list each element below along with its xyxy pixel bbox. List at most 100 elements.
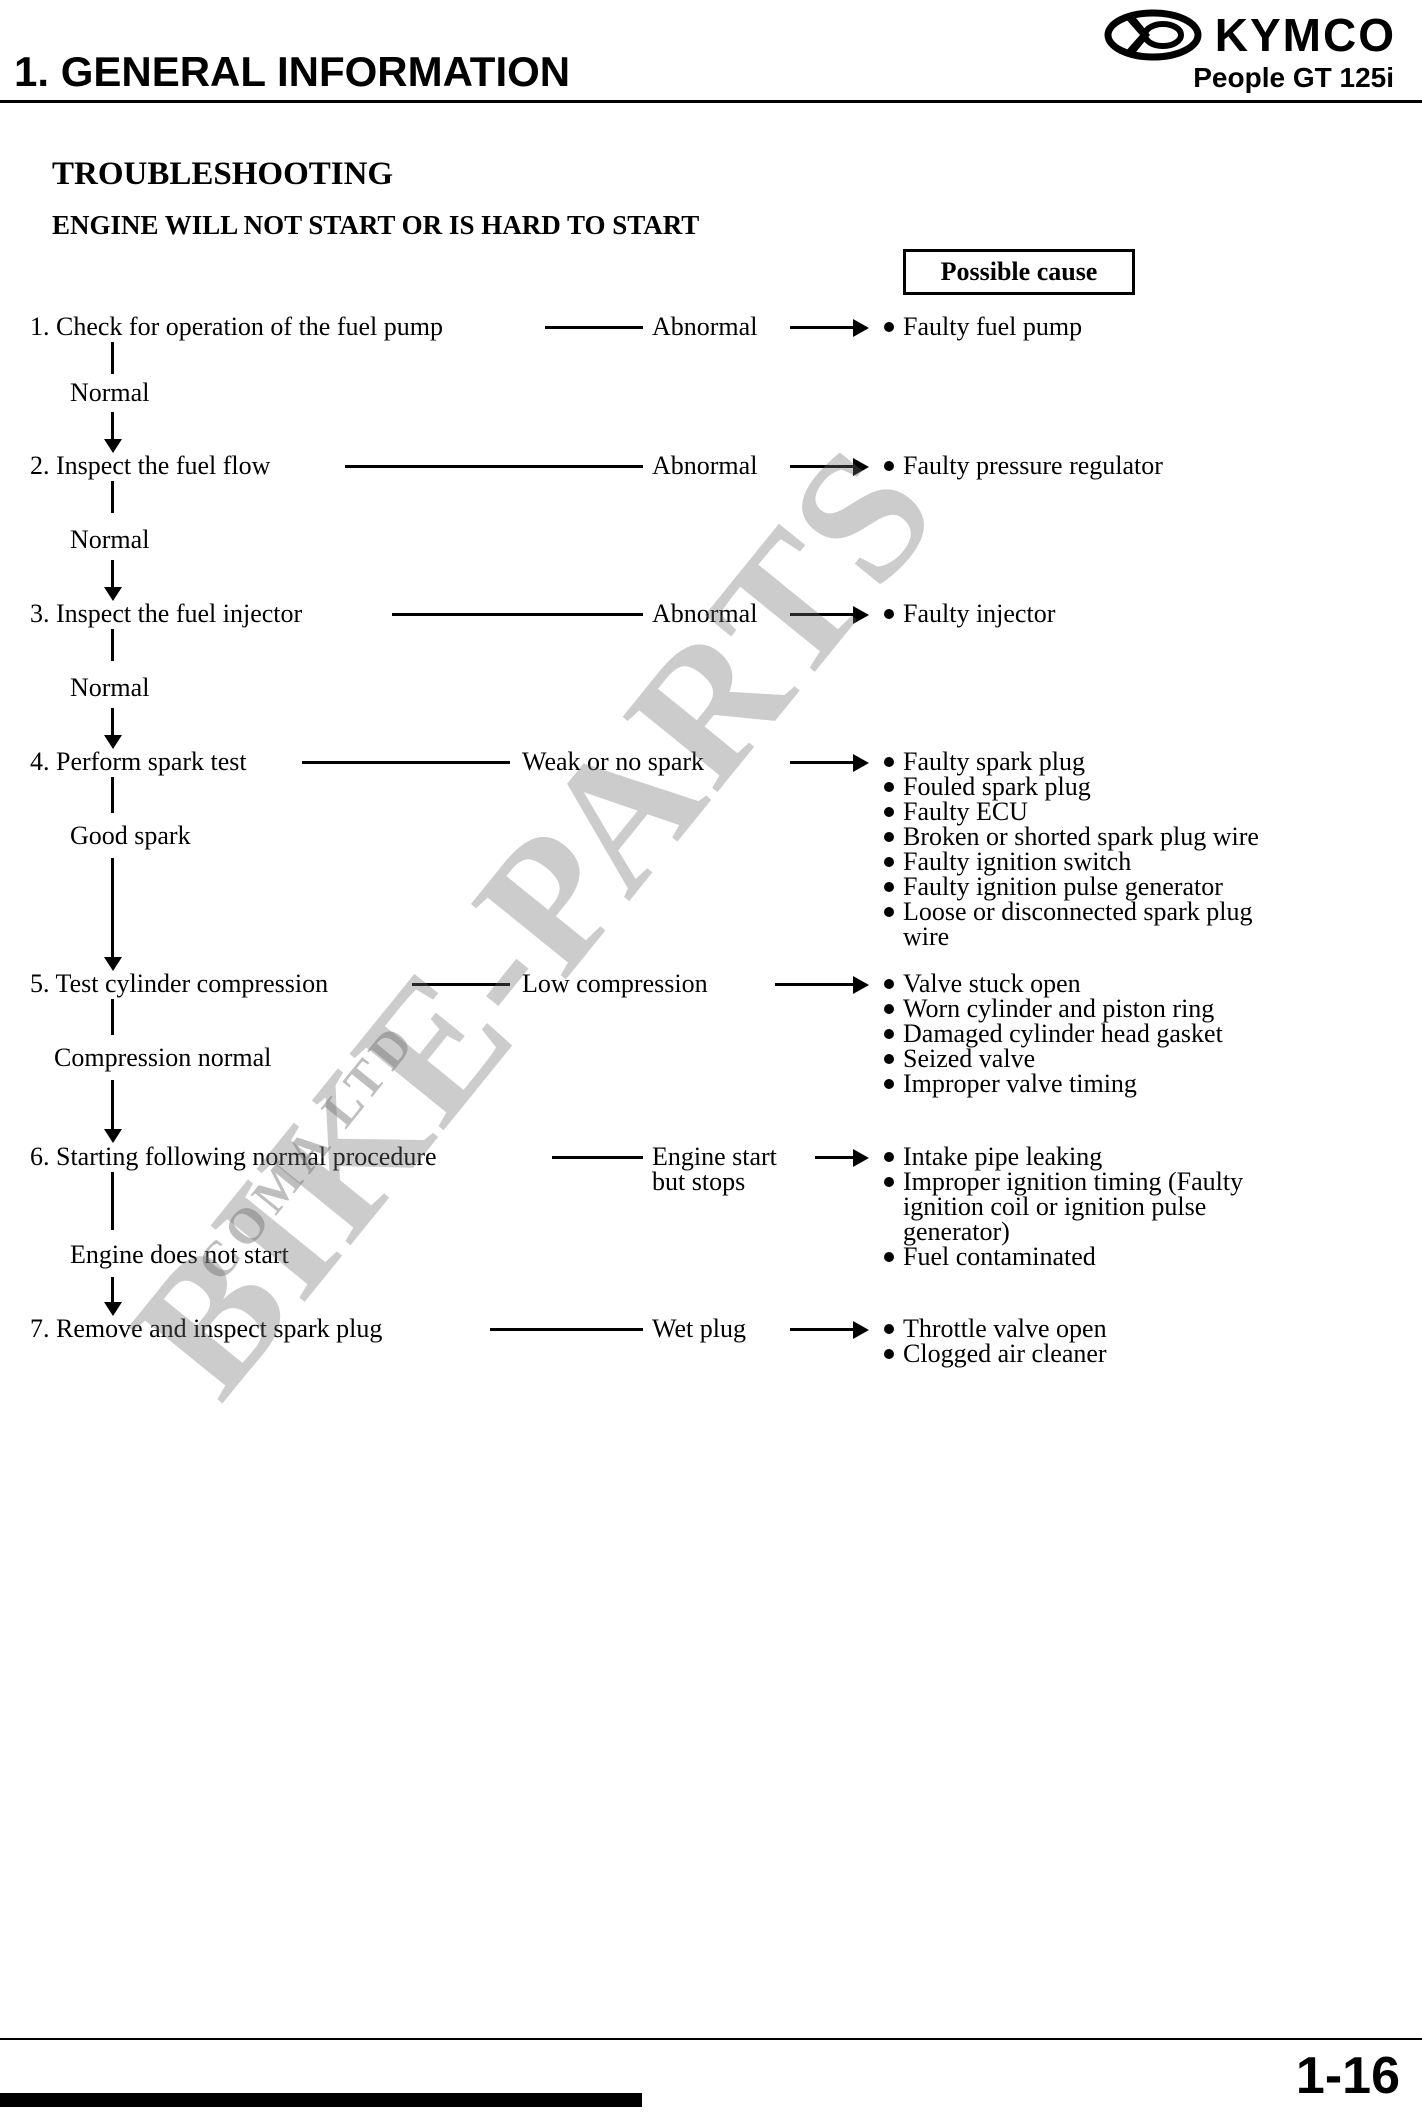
step-6-down-arrow [111, 1277, 114, 1303]
cause-text: Worn cylinder and piston ring [903, 994, 1215, 1023]
cause-text: Faulty fuel pump [903, 314, 1082, 340]
step-4-connector-line [302, 761, 510, 764]
bullet-icon [884, 1054, 894, 1064]
cause-line: Faulty injector [903, 599, 1056, 628]
bullet-icon [884, 1252, 894, 1262]
cause-line: Faulty ignition switch [903, 847, 1132, 876]
step-6-cause: Fuel contaminated [884, 1242, 1096, 1271]
brand-block: KYMCO [1103, 8, 1396, 62]
cause-line: Intake pipe leaking [903, 1142, 1103, 1171]
bullet-icon [884, 832, 894, 842]
watermark-text: BIKE-PARTS [93, 408, 977, 1432]
step-7-result-label: Wet plug [652, 1314, 746, 1343]
step-3-connector-line [392, 613, 643, 616]
cause-text: Intake pipe leaking [903, 1142, 1103, 1171]
step-6-down-line [111, 1172, 114, 1230]
cause-text: Improper valve timing [903, 1071, 1137, 1097]
step-3-down-line [111, 629, 114, 661]
cause-line: Worn cylinder and piston ring [903, 994, 1215, 1023]
step-5-cause: Seized valve [884, 1044, 1036, 1073]
step-1-down-line [111, 342, 114, 374]
cause-line: Fouled spark plug [903, 772, 1091, 801]
page-number: 1-16 [1295, 2047, 1400, 2105]
cause-line: Seized valve [903, 1044, 1036, 1073]
cause-text: Fuel contaminated [903, 1242, 1096, 1271]
cause-text: Faulty pressure regulator [903, 451, 1163, 480]
step-1-cause: Faulty fuel pump [884, 314, 1082, 340]
cause-text: Throttle valve open [903, 1314, 1107, 1343]
cause-text: Improper ignition timing (Faulty ignitio… [903, 1167, 1244, 1246]
step-4-result-label: Weak or no spark [522, 747, 705, 776]
step-5-cause: Damaged cylinder head gasket [884, 1019, 1223, 1048]
cause-line: Faulty pressure regulator [903, 451, 1163, 480]
cause-line: Faulty ignition pulse generator [903, 872, 1223, 901]
step-3-label: 3. Inspect the fuel injector [30, 599, 303, 628]
step-5-down-arrow [111, 1080, 114, 1130]
step-1-connector-line [545, 326, 643, 329]
cause-text: Clogged air cleaner [903, 1339, 1107, 1368]
cause-text: Faulty injector [903, 599, 1056, 628]
step-4-cause: Faulty ECU [884, 799, 1028, 825]
bullet-icon [884, 882, 894, 892]
brand-name: KYMCO [1214, 9, 1396, 61]
step-6-right-arrow [815, 1156, 854, 1159]
cause-line: Improper ignition timing (Faulty [903, 1167, 1244, 1196]
step-3-result-label: Abnormal [652, 599, 758, 628]
bullet-icon [884, 907, 894, 917]
step-4-right-arrow [790, 761, 854, 764]
cause-line: ignition coil or ignition pulse [903, 1192, 1207, 1221]
bullet-icon [884, 1177, 894, 1187]
step-4-down-line [111, 777, 114, 813]
bullet-icon [884, 782, 894, 792]
bullet-icon [884, 1349, 894, 1359]
cause-line: Throttle valve open [903, 1314, 1107, 1343]
result-line: but stops [652, 1167, 746, 1196]
bullet-icon [884, 757, 894, 767]
step-7-right-arrow [790, 1328, 854, 1331]
bullet-icon [884, 1079, 894, 1089]
cause-text: Seized valve [903, 1044, 1036, 1073]
step-4-cause: Broken or shorted spark plug wire [884, 824, 1259, 850]
model-name: People GT 125i [1193, 62, 1394, 93]
cause-text: Valve stuck open [903, 971, 1081, 997]
cause-line: wire [903, 922, 950, 951]
step-2-connector-line [345, 465, 643, 468]
step-2-down-line [111, 481, 114, 513]
step-2-result-label: Abnormal [652, 451, 758, 480]
step-5-cause: Worn cylinder and piston ring [884, 994, 1215, 1023]
kymco-logo-icon [1103, 9, 1203, 61]
bullet-icon [884, 857, 894, 867]
step-1-down-arrow [111, 412, 114, 440]
bullet-icon [884, 1004, 894, 1014]
step-5-result-label: Low compression [522, 969, 708, 998]
cause-line: Fuel contaminated [903, 1242, 1096, 1271]
bullet-icon [884, 1152, 894, 1162]
cause-text: Faulty ignition switch [903, 847, 1132, 876]
step-5-right-arrow [775, 983, 854, 986]
troubleshooting-subtitle: ENGINE WILL NOT START OR IS HARD TO STAR… [52, 210, 700, 240]
step-6-cause: Intake pipe leaking [884, 1142, 1103, 1171]
step-4-cause: Loose or disconnected spark plug wire [884, 897, 1253, 951]
step-2-cause: Faulty pressure regulator [884, 451, 1163, 480]
cause-text: Loose or disconnected spark plug wire [903, 897, 1253, 951]
step-4-cause: Faulty ignition pulse generator [884, 872, 1223, 901]
step-1-proceed-label: Normal [70, 378, 150, 407]
cause-line: Damaged cylinder head gasket [903, 1019, 1223, 1048]
possible-cause-box: Possible cause [903, 249, 1135, 295]
step-4-cause: Faulty ignition switch [884, 847, 1132, 876]
cause-text: Damaged cylinder head gasket [903, 1019, 1223, 1048]
step-7-label: 7. Remove and inspect spark plug [30, 1314, 383, 1343]
step-2-down-arrow [111, 560, 114, 588]
cause-line: Loose or disconnected spark plug [903, 897, 1253, 926]
step-4-cause: Faulty spark plug [884, 749, 1085, 775]
cause-line: Clogged air cleaner [903, 1339, 1107, 1368]
step-5-proceed-label: Compression normal [54, 1043, 272, 1072]
bullet-icon [884, 322, 894, 332]
step-6-label: 6. Starting following normal procedure [30, 1142, 437, 1171]
cause-line: generator) [903, 1217, 1010, 1246]
bullet-icon [884, 1029, 894, 1039]
step-4-cause: Fouled spark plug [884, 772, 1091, 801]
step-6-proceed-label: Engine does not start [70, 1240, 289, 1269]
step-6-result-label: Engine start but stops [652, 1144, 777, 1196]
step-5-down-line [111, 999, 114, 1035]
